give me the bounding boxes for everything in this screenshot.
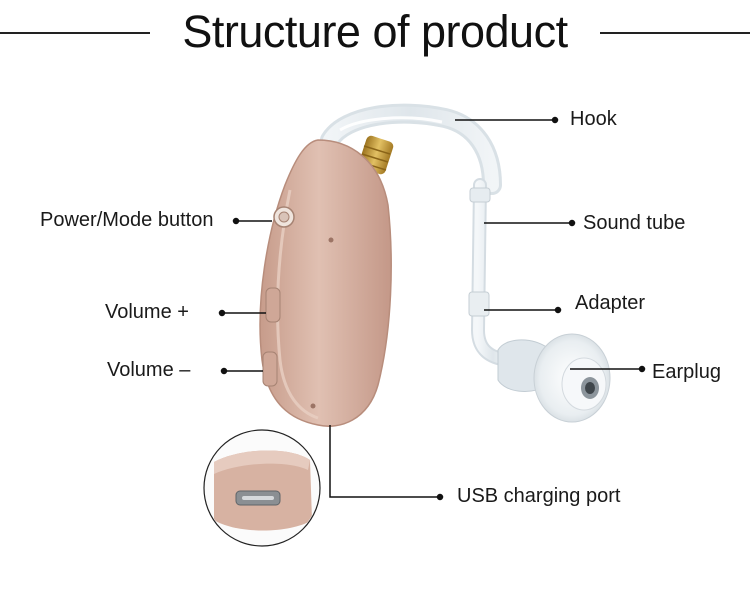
volume-up-button	[265, 287, 281, 323]
leader-lines	[218, 116, 646, 501]
label-adapter: Adapter	[575, 292, 646, 314]
usb-port-inset	[203, 429, 321, 547]
earplug	[497, 333, 611, 423]
title-rule-right	[600, 32, 750, 34]
page-title: Structure of product	[182, 6, 568, 57]
label-earplug: Earplug	[652, 361, 721, 383]
adapter	[468, 291, 490, 317]
title-rule-left	[0, 32, 150, 34]
label-power-mode-button: Power/Mode button	[40, 209, 214, 231]
label-volume-up: Volume +	[105, 301, 189, 323]
hearing-aid-body	[259, 139, 392, 427]
label-sound-tube: Sound tube	[583, 212, 686, 234]
label-usb-charging-port: USB charging port	[457, 485, 621, 507]
label-volume-down: Volume –	[107, 359, 191, 381]
sound-tube	[468, 178, 515, 367]
label-hook: Hook	[570, 108, 617, 130]
volume-down-button	[262, 351, 278, 387]
hook	[320, 103, 502, 195]
